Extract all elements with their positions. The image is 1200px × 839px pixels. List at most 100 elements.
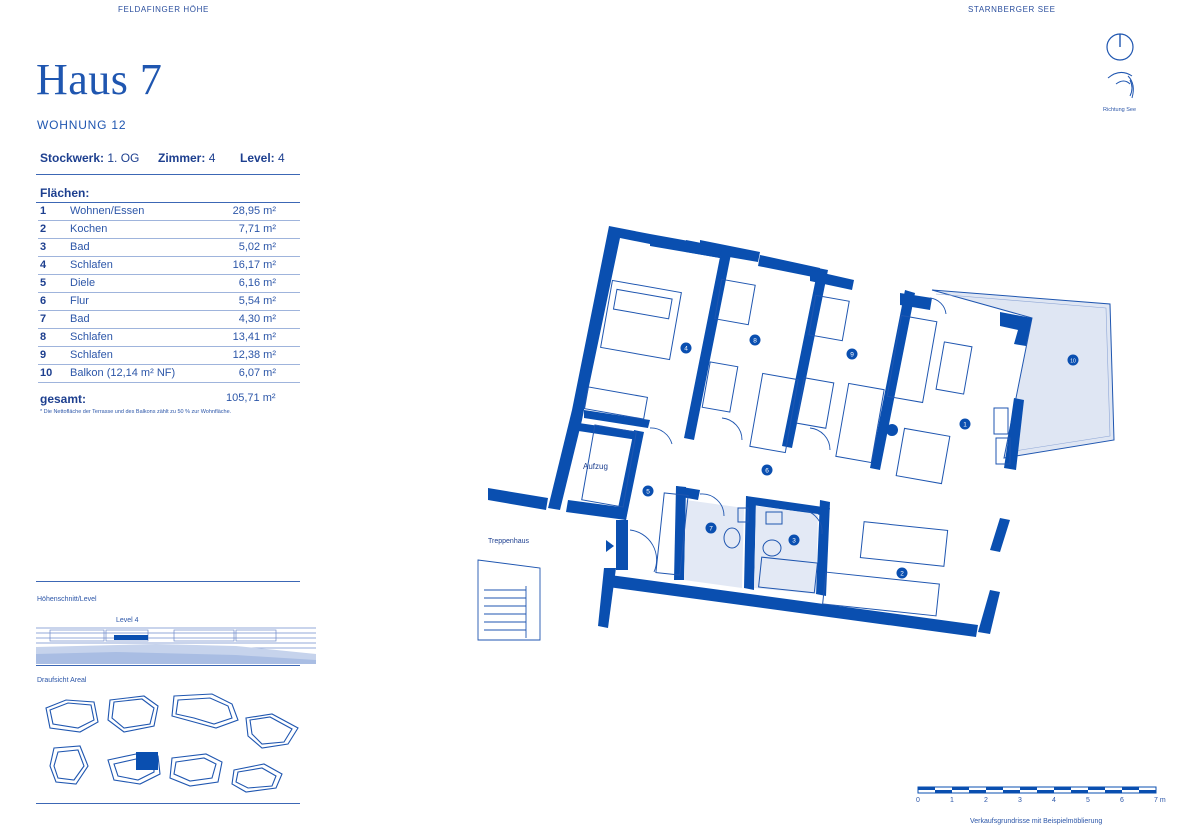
total-value: 105,71 m² <box>226 392 276 404</box>
scale-segment <box>1088 787 1105 790</box>
area-row: 3 Bad 5,02 m² <box>38 239 300 257</box>
apartment-subtitle: WOHNUNG 12 <box>37 118 127 132</box>
room-marker <box>846 348 858 360</box>
divider <box>36 803 300 804</box>
room-name: Kochen <box>70 223 108 235</box>
exterior-walls <box>488 226 1032 637</box>
room-marker-label: 6 <box>765 467 769 474</box>
room-marker-label: 9 <box>850 351 854 358</box>
room-area: 13,41 m² <box>232 331 276 343</box>
room-area: 4,30 m² <box>238 313 276 325</box>
room-name: Schlafen <box>70 259 113 271</box>
row-divider <box>38 328 300 329</box>
rooms-value: 4 <box>208 151 216 165</box>
scale-segment <box>1020 787 1037 790</box>
scale-segment <box>1105 790 1122 793</box>
floor-label: Stockwerk: <box>40 151 105 165</box>
row-divider <box>38 292 300 293</box>
room-marker <box>680 342 692 354</box>
level-highlight <box>114 635 148 640</box>
scale-bar <box>917 786 1157 794</box>
room-area: 6,07 m² <box>238 367 276 379</box>
site-heading: Draufsicht Areal <box>37 677 87 684</box>
column-marker <box>886 424 898 436</box>
divider <box>36 665 300 666</box>
room-area: 7,71 m² <box>238 223 276 235</box>
stairs-label: Treppenhaus <box>488 538 529 545</box>
room-name: Schlafen <box>70 331 113 343</box>
room-number: 8 <box>40 331 47 343</box>
room-number: 10 <box>40 367 53 379</box>
scale-segment <box>935 790 952 793</box>
scale-tick-label: 5 <box>1086 797 1090 804</box>
divider <box>36 202 300 203</box>
room-number: 1 <box>40 205 47 217</box>
scale-segment <box>1139 790 1156 793</box>
info-level: Level: 4 <box>240 151 285 165</box>
level-marker: Level 4 <box>116 617 139 624</box>
scale-segment <box>1122 787 1139 790</box>
divider <box>36 581 300 582</box>
room-marker-label: 1 <box>963 421 967 428</box>
room-number: 5 <box>40 277 47 289</box>
scale-tick-label: 3 <box>1018 797 1022 804</box>
site-plan <box>45 693 299 793</box>
room-marker-label: 10 <box>1070 358 1076 364</box>
scale-tick-label: 2 <box>984 797 988 804</box>
level-value: 4 <box>278 151 285 165</box>
room-marker-label: 2 <box>900 570 904 577</box>
areas-heading: Flächen: <box>40 186 90 200</box>
compass-caption: Richtung See <box>1103 107 1137 113</box>
scale-tick-label: 1 <box>950 797 954 804</box>
room-marker <box>761 464 773 476</box>
balcony-railing <box>935 293 1111 453</box>
balcony-area <box>931 289 1115 459</box>
room-marker-label: 5 <box>646 488 650 495</box>
room-name: Bad <box>70 313 90 325</box>
row-divider <box>38 364 300 365</box>
level-label: Level: <box>240 151 275 165</box>
room-area: 5,54 m² <box>238 295 276 307</box>
room-marker <box>788 534 800 546</box>
row-divider <box>38 256 300 257</box>
room-marker <box>749 334 761 346</box>
floor-value: 1. OG <box>107 151 140 165</box>
scale-tick-label: 0 <box>916 797 920 804</box>
room-name: Wohnen/Essen <box>70 205 145 217</box>
scale-segment <box>1037 790 1054 793</box>
scale-tick-label: 7 m <box>1154 797 1166 804</box>
room-name: Bad <box>70 241 90 253</box>
scale-segment <box>952 787 969 790</box>
room-number: 4 <box>40 259 47 271</box>
scale-segment <box>918 787 935 790</box>
room-marker <box>705 522 717 534</box>
scale-tick-label: 6 <box>1120 797 1124 804</box>
room-marker <box>1067 354 1079 366</box>
room-number: 3 <box>40 241 47 253</box>
furniture <box>581 278 1011 617</box>
section-heading: Höhenschnitt/Level <box>37 596 97 603</box>
project-name: FELDAFINGER HÖHE <box>118 5 209 14</box>
total-label: gesamt: <box>40 392 87 406</box>
info-floor: Stockwerk: 1. OG <box>40 151 139 165</box>
row-divider <box>38 274 300 275</box>
room-marker <box>896 567 908 579</box>
scale-tick-label: 4 <box>1052 797 1056 804</box>
room-area: 28,95 m² <box>232 205 276 217</box>
row-divider <box>38 346 300 347</box>
room-number: 2 <box>40 223 47 235</box>
room-area: 5,02 m² <box>238 241 276 253</box>
room-area: 12,38 m² <box>232 349 276 361</box>
house-highlight <box>136 752 158 770</box>
scale-segment <box>1003 790 1020 793</box>
room-area: 6,16 m² <box>238 277 276 289</box>
room-marker-label: 3 <box>792 537 796 544</box>
row-divider <box>38 382 300 383</box>
compass-icon <box>1106 33 1134 99</box>
